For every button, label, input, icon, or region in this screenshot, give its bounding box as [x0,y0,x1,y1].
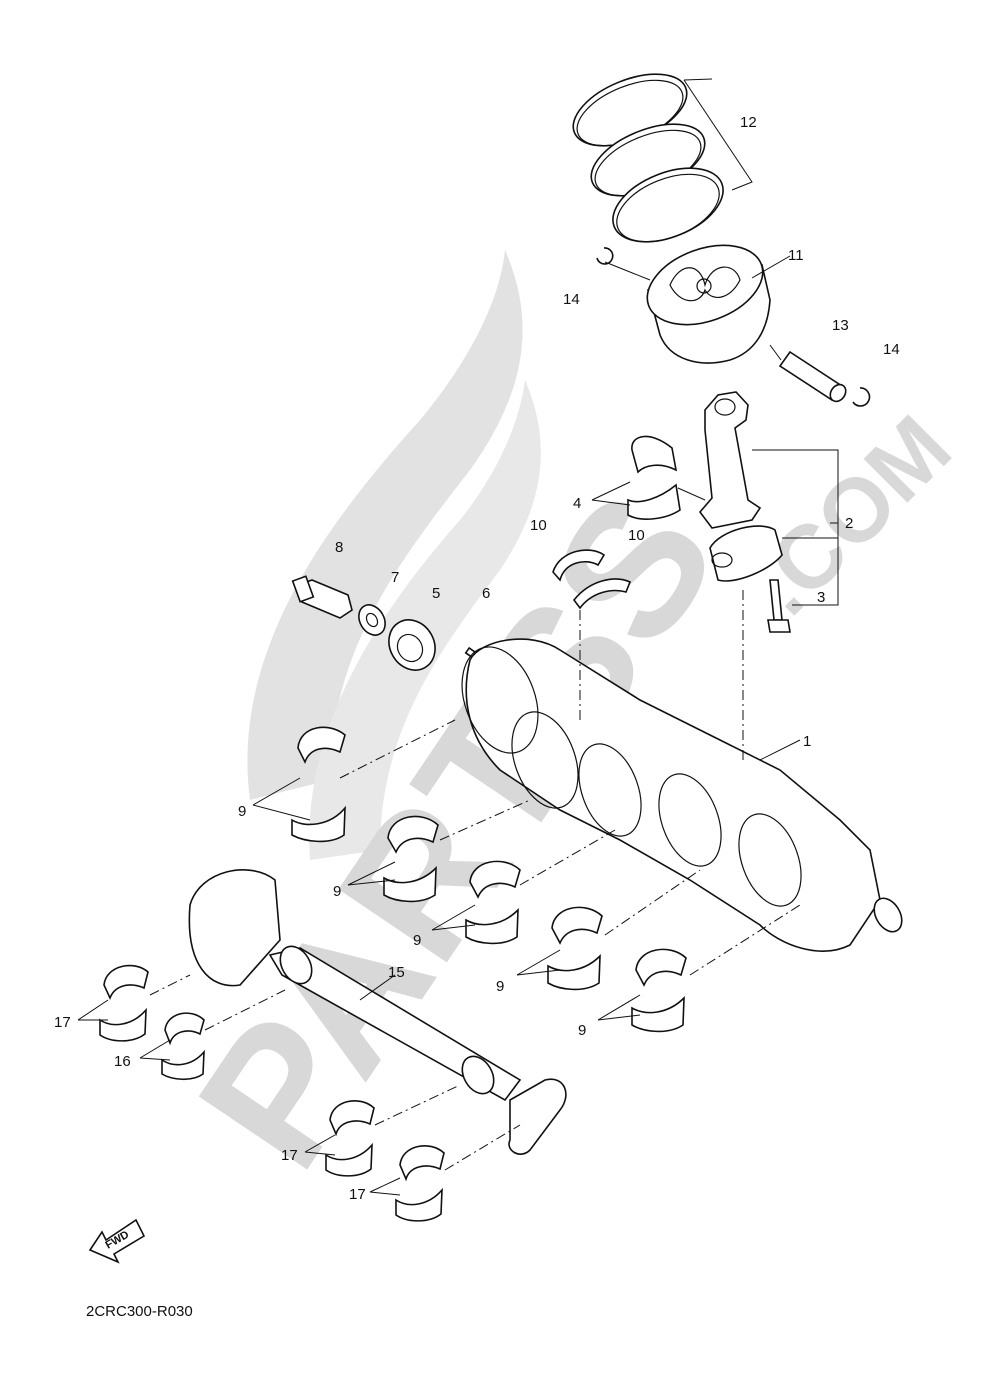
thrust-washers [552,549,632,610]
label-part-13: 13 [832,317,849,334]
connecting-rod-cap [709,525,783,582]
label-part-9e: 9 [578,1022,586,1039]
label-part-10b: 10 [628,527,645,544]
piston [646,244,771,364]
label-part-5: 5 [432,585,440,602]
crankshaft [461,638,903,952]
rod-bolt [767,579,791,633]
label-part-8: 8 [335,539,343,556]
part-labels: 1 2 3 4 5 6 7 8 10 10 11 12 13 14 14 15 … [54,114,900,1203]
label-part-3: 3 [817,589,825,606]
label-part-9a: 9 [238,803,246,820]
washer [358,604,386,636]
label-part-2: 2 [845,515,853,532]
balancer-bearing-shells [99,964,445,1222]
watermark-logo-swoosh [247,250,541,860]
label-part-9c: 9 [413,932,421,949]
label-part-12: 12 [740,114,757,131]
label-part-14a: 14 [563,291,580,308]
label-part-15: 15 [388,964,405,981]
piston-rings [572,73,724,243]
label-part-17c: 17 [349,1186,366,1203]
label-part-10a: 10 [530,517,547,534]
label-part-17a: 17 [54,1014,71,1031]
label-part-14b: 14 [883,341,900,358]
label-part-9d: 9 [496,978,504,995]
drive-bolt [291,575,353,619]
label-part-4: 4 [573,495,581,512]
label-part-9b: 9 [333,883,341,900]
label-part-6: 6 [482,585,490,602]
drive-gear [388,619,436,671]
label-part-11: 11 [788,247,804,264]
circlip-left [596,247,614,265]
label-part-17b: 17 [281,1147,298,1164]
label-part-1: 1 [803,733,811,750]
label-part-16: 16 [114,1053,131,1070]
main-bearing-shells [291,726,687,1033]
label-part-7: 7 [391,569,399,586]
fwd-arrow: FWD [88,1218,146,1264]
circlip-right [852,387,871,407]
balancer-shaft [188,869,567,1155]
connecting-rod [698,391,762,529]
leader-lines [77,78,839,1196]
piston-pin [778,350,847,403]
rod-bearing-shells [627,435,681,520]
diagram-code: 2CRC300-R030 [86,1303,193,1320]
